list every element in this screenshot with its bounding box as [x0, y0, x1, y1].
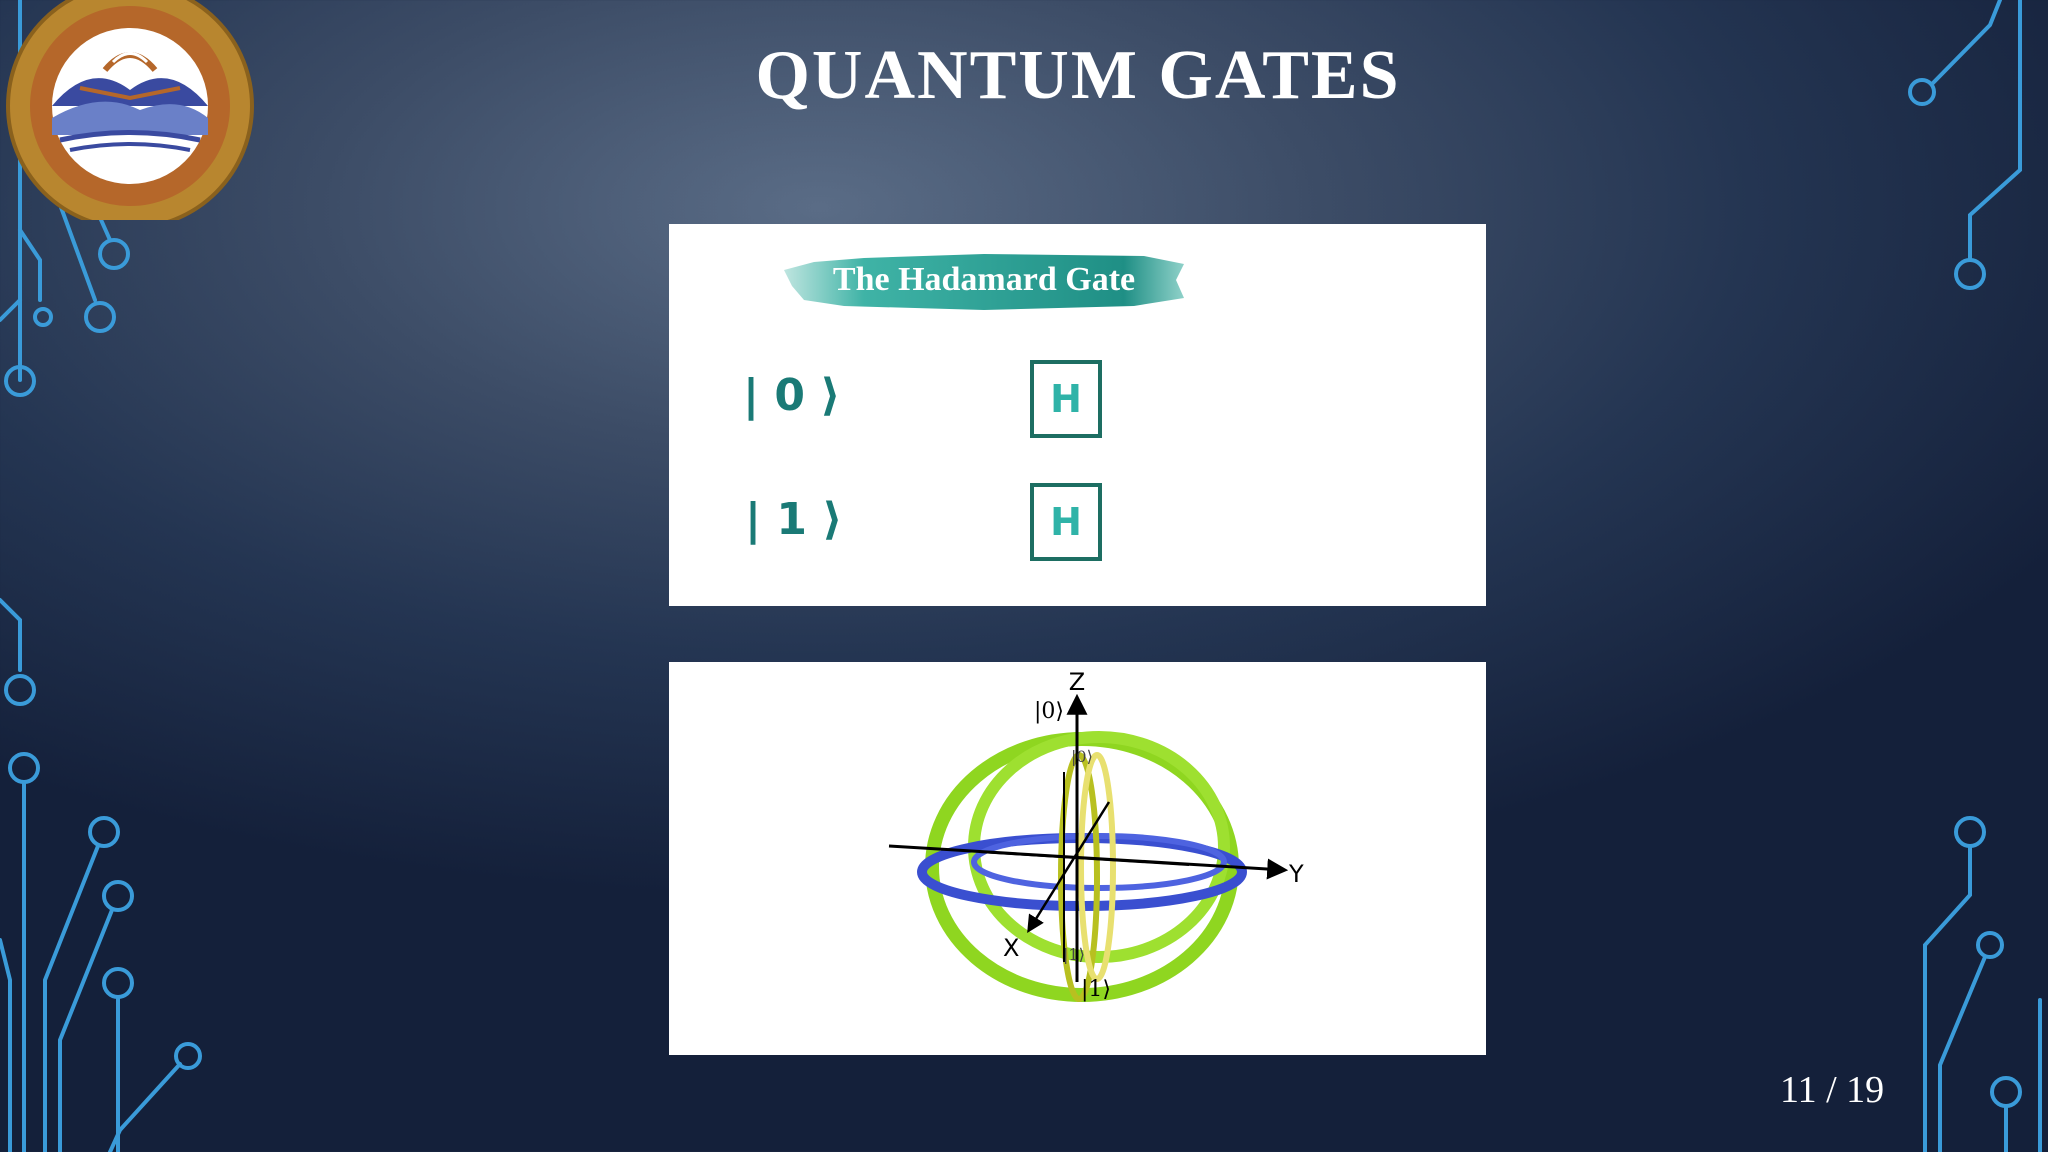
ket-zero-label: | 0 ⟩ — [743, 370, 841, 421]
gear-emblem-icon — [6, 0, 254, 220]
bloch-sphere-panel: Z Y X |0⟩ |0⟩ |1⟩ |1⟩ — [669, 662, 1486, 1055]
vertical-ring-b — [1078, 752, 1116, 982]
z-axis-label: Z — [1069, 668, 1085, 696]
slide-title: QUANTUM GATES — [755, 37, 1401, 114]
x-axis — [1027, 801, 1111, 933]
bloch-sphere-diagram: Z Y X |0⟩ |0⟩ |1⟩ |1⟩ — [888, 668, 1304, 1002]
ket-one-label: | 1 ⟩ — [745, 494, 843, 545]
brush-banner — [784, 254, 1184, 310]
page-number: 11 / 19 — [1780, 1069, 1885, 1111]
hadamard-gate-box-1: H — [1030, 483, 1102, 561]
banner-title: The Hadamard Gate — [832, 261, 1136, 298]
x-axis-label: X — [1003, 934, 1019, 962]
ket-zero-top: |0⟩ — [1034, 699, 1064, 724]
ket-zero-inner: |0⟩ — [1071, 747, 1093, 766]
y-axis-label: Y — [1288, 860, 1304, 888]
hadamard-gate-panel: The Hadamard Gate | 0 ⟩ H | 1 ⟩ H — [669, 224, 1486, 606]
institute-logo — [6, 0, 254, 220]
ket-one-bottom: |1⟩ — [1081, 977, 1111, 1002]
hadamard-gate-box-0: H — [1030, 360, 1102, 438]
ket-one-inner: |1⟩ — [1063, 945, 1085, 964]
